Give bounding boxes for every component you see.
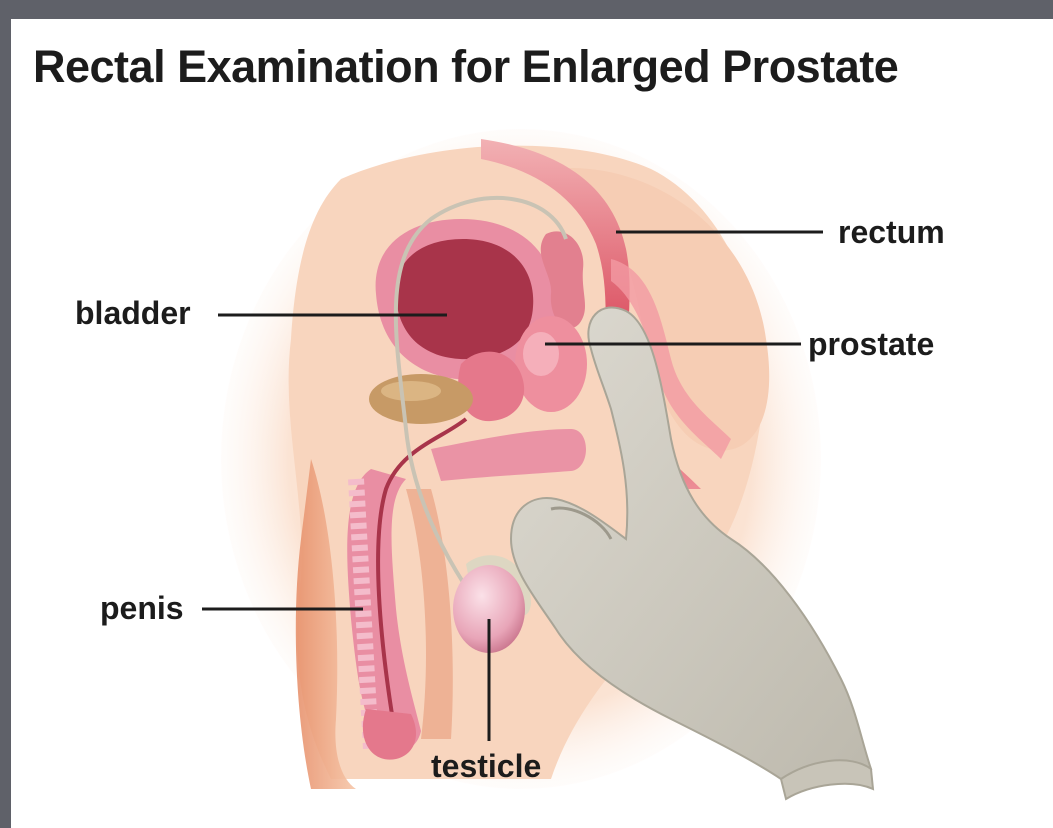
label-prostate: prostate: [808, 326, 934, 362]
bladder-cavity: [396, 239, 533, 359]
anatomy-illustration: rectum bladder prostate penis testicle: [11, 19, 1053, 828]
prostate-highlight: [523, 332, 559, 376]
illustration-frame: Rectal Examination for Enlarged Prostate: [11, 19, 1053, 828]
pubic-bone-highlight: [381, 381, 441, 401]
label-bladder: bladder: [75, 295, 191, 331]
label-testicle: testicle: [431, 748, 541, 784]
label-penis: penis: [100, 590, 184, 626]
label-rectum: rectum: [838, 214, 945, 250]
